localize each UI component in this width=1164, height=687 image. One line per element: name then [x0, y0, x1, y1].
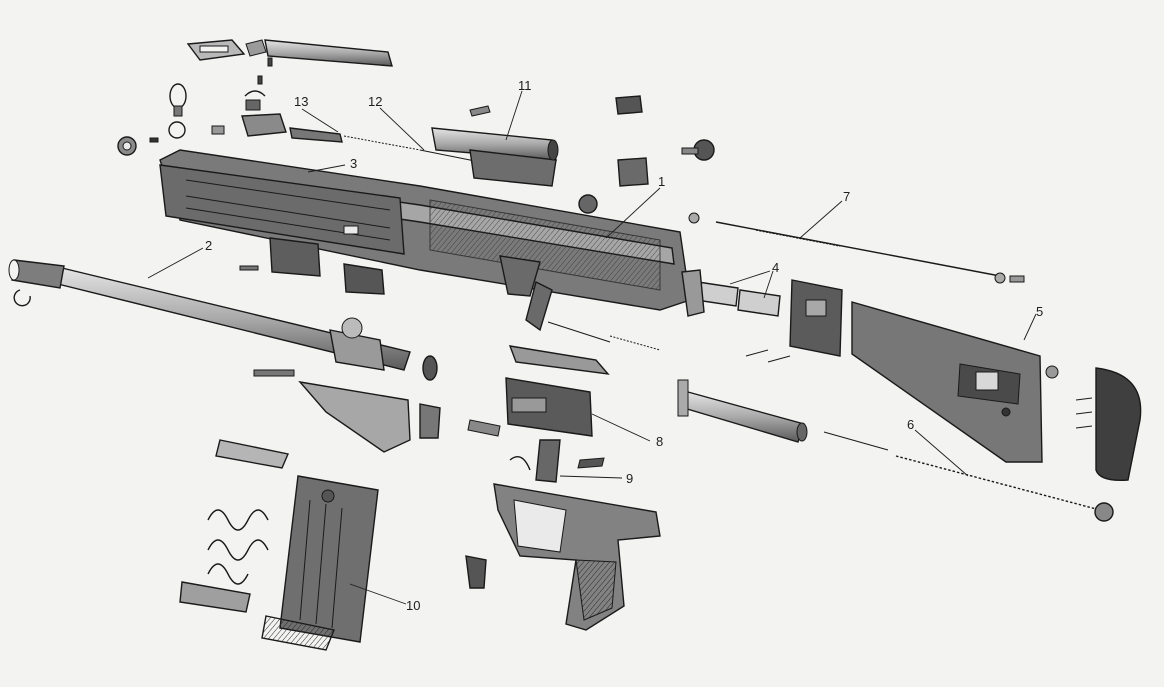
leader-7 — [799, 200, 843, 239]
callout-8: 8 — [656, 434, 663, 449]
callout-labels: 1 2 3 4 5 6 7 8 9 10 11 12 13 — [205, 78, 1043, 613]
buttstock — [851, 301, 1043, 463]
recoil-spring-rod — [688, 212, 1025, 284]
hammer — [509, 439, 605, 483]
stock-pins — [681, 269, 791, 363]
callout-10: 10 — [406, 598, 420, 613]
callout-7: 7 — [843, 189, 850, 204]
handguard — [159, 164, 405, 255]
leader-6 — [914, 429, 969, 477]
callout-12: 12 — [368, 94, 382, 109]
leader-12 — [379, 107, 425, 151]
leader-5 — [1023, 313, 1037, 341]
leader-10 — [349, 583, 407, 605]
rear-sight-parts — [578, 95, 715, 214]
barrel — [8, 259, 438, 381]
buffer-springs — [823, 431, 1114, 522]
leader-2 — [147, 247, 204, 279]
callout-3: 3 — [350, 156, 357, 171]
leader-4a — [729, 270, 771, 285]
leader-8 — [591, 413, 651, 442]
callout-1: 1 — [658, 174, 665, 189]
cocking-handle-housing — [186, 39, 393, 67]
magazine-spring — [179, 439, 289, 613]
trigger-pack — [467, 280, 661, 437]
pistol-grip-lower — [465, 483, 661, 631]
leader-4b — [763, 270, 774, 299]
small-pins-top — [244, 57, 491, 117]
callout-13: 13 — [294, 94, 308, 109]
callout-11: 11 — [518, 78, 532, 93]
callout-2: 2 — [205, 238, 212, 253]
leader-11 — [505, 90, 523, 141]
bolt-carrier — [431, 127, 559, 187]
buttplate — [1045, 365, 1142, 481]
receiver — [159, 149, 691, 311]
callout-6: 6 — [907, 417, 914, 432]
firing-pin — [289, 127, 421, 151]
trigger-guard-plate — [253, 369, 441, 453]
magazine — [261, 475, 379, 651]
callout-5: 5 — [1036, 304, 1043, 319]
leader-13 — [301, 108, 339, 133]
front-sling-swivel — [117, 83, 187, 156]
callout-4: 4 — [772, 260, 779, 275]
callout-9: 9 — [626, 471, 633, 486]
leader-1 — [605, 187, 661, 239]
leader-9 — [559, 475, 623, 479]
buffer-tube — [677, 379, 808, 443]
leader-3 — [307, 164, 346, 173]
rear-sight-drum — [239, 237, 385, 295]
leader-lines — [147, 90, 1037, 605]
stock-adapter — [789, 279, 843, 357]
bolt-head — [211, 99, 287, 137]
